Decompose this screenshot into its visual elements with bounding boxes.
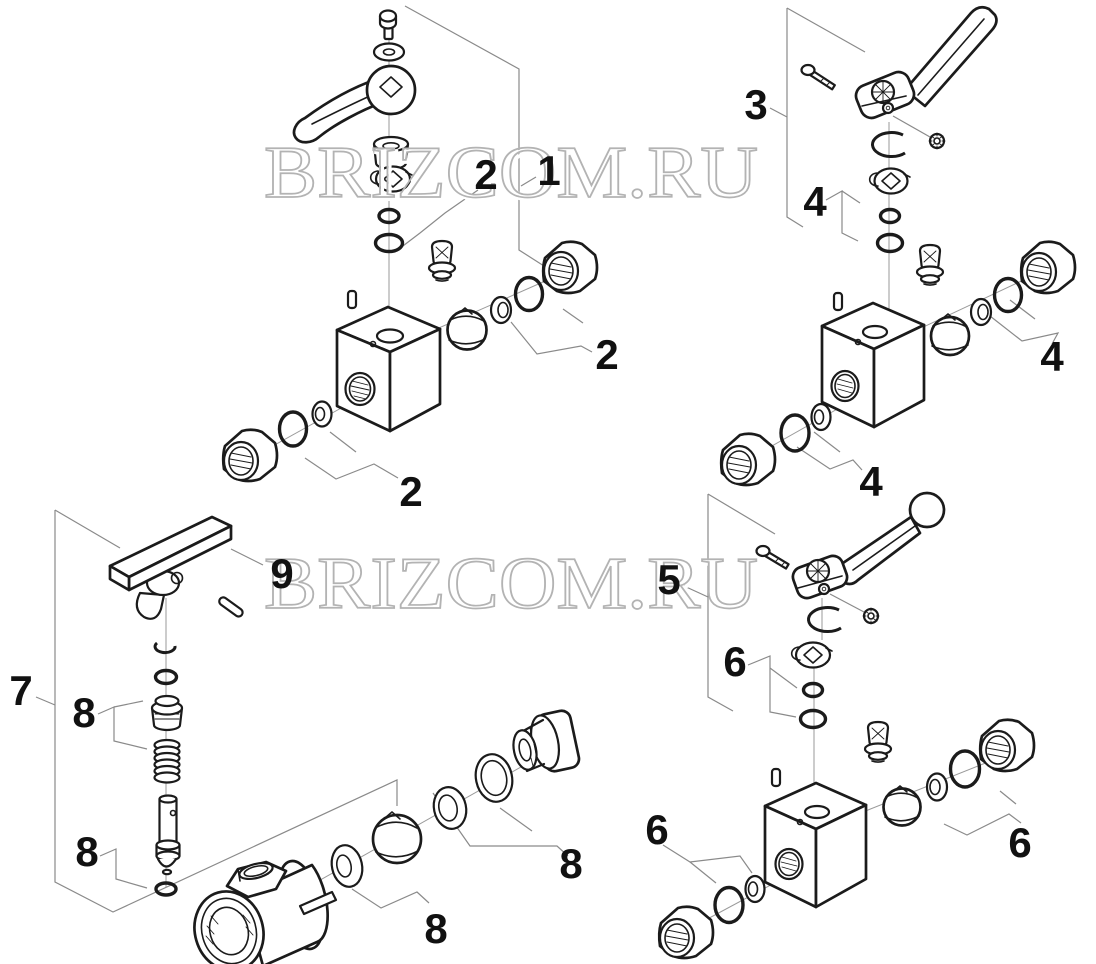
o-ring xyxy=(801,681,825,699)
callout-8d: 8 xyxy=(424,905,447,952)
union-nut xyxy=(719,432,777,487)
seat-seal xyxy=(744,874,766,904)
watermark-text: BRIZCOM.RU xyxy=(267,135,761,217)
snap-ring xyxy=(153,641,177,655)
watermark-text: BRIZCOM.RU xyxy=(264,543,758,625)
plug-screw xyxy=(863,720,893,763)
union-nut xyxy=(978,718,1036,773)
valve-body-cube xyxy=(820,301,926,429)
gasket-ring xyxy=(474,753,514,803)
leader-lines-group-7 xyxy=(35,509,569,913)
leader-lines-group-1 xyxy=(304,5,593,480)
union-nut xyxy=(541,240,599,295)
valve-ball xyxy=(929,313,971,357)
callout-8a: 8 xyxy=(72,689,95,736)
seat-seal xyxy=(925,772,949,802)
stem-disc xyxy=(868,167,911,195)
threaded-fitting xyxy=(512,709,581,773)
union-nut xyxy=(657,905,715,960)
pin xyxy=(770,767,782,788)
o-ring xyxy=(277,410,309,448)
stem-disc xyxy=(369,165,413,193)
callout-5: 5 xyxy=(657,556,680,603)
valve-ball xyxy=(446,307,488,351)
watermark-text: BRIZCOM.RU xyxy=(264,132,758,214)
callout-3: 3 xyxy=(744,81,767,128)
o-ring xyxy=(713,885,745,925)
seat-ring xyxy=(432,786,468,830)
clamp-lever-handle xyxy=(854,5,998,120)
washer xyxy=(330,844,364,888)
callout-7: 7 xyxy=(9,667,32,714)
valve-body-cylinder xyxy=(193,859,338,964)
valve-body-cube xyxy=(763,781,868,909)
snap-ring xyxy=(807,606,842,634)
seat-seal xyxy=(810,402,832,432)
seat-seal xyxy=(969,297,993,327)
callout-4c: 4 xyxy=(859,458,883,505)
washer xyxy=(372,42,406,62)
t-handle xyxy=(108,515,233,620)
o-ring xyxy=(154,881,178,897)
snap-ring xyxy=(871,131,906,159)
o-ring xyxy=(153,668,179,686)
clamp-nut xyxy=(892,115,946,150)
o-ring xyxy=(513,275,545,313)
valve-ball xyxy=(882,785,922,827)
bolt xyxy=(378,9,398,41)
o-ring xyxy=(377,207,401,225)
callout-labels: 1 2 2 2 3 4 4 4 5 6 6 6 7 8 8 8 8 9 xyxy=(9,81,1064,952)
o-ring xyxy=(878,207,902,225)
union-nut xyxy=(1019,240,1077,295)
o-ring xyxy=(798,708,828,730)
callout-6c: 6 xyxy=(645,806,668,853)
callout-9: 9 xyxy=(270,550,293,597)
watermark-text: BRIZCOM.RU xyxy=(267,546,761,628)
callout-4a: 4 xyxy=(803,178,827,225)
pin xyxy=(218,596,244,618)
callout-2c: 2 xyxy=(399,468,422,515)
ball-knob-lever-handle xyxy=(791,491,946,600)
valve-body-cube xyxy=(335,305,442,433)
o-ring xyxy=(373,232,405,254)
watermark-bottom: BRIZCOM.RU BRIZCOM.RU xyxy=(263,542,762,629)
o-ring xyxy=(875,232,905,254)
o-ring xyxy=(948,749,982,789)
stem-disc xyxy=(790,641,833,669)
assembly-ball-valve-1 xyxy=(221,5,599,483)
clamp-screw xyxy=(755,544,790,570)
assembly-ball-valve-3 xyxy=(35,509,581,964)
o-ring xyxy=(779,413,811,453)
leader-lines-group-5 xyxy=(662,493,1022,884)
callout-6b: 6 xyxy=(1008,819,1031,866)
pin xyxy=(832,291,844,312)
callout-8c: 8 xyxy=(559,840,582,887)
spring xyxy=(153,738,181,784)
plug-screw xyxy=(427,239,457,282)
watermark-top: BRIZCOM.RU BRIZCOM.RU xyxy=(263,131,762,218)
valve-ball xyxy=(371,811,423,865)
assembly-ball-valve-4 xyxy=(657,491,1036,960)
o-ring xyxy=(992,276,1024,314)
union-nut xyxy=(221,428,279,483)
callout-2a: 2 xyxy=(474,151,497,198)
clamp-nut xyxy=(829,593,880,625)
leader-lines-group-3 xyxy=(769,7,1060,471)
clamp-screw xyxy=(800,63,836,91)
callout-1: 1 xyxy=(537,147,560,194)
callout-4b: 4 xyxy=(1040,333,1064,380)
pin xyxy=(346,289,358,310)
assembly-ball-valve-2 xyxy=(719,5,1077,487)
callout-8b: 8 xyxy=(75,828,98,875)
handle-lever xyxy=(292,64,417,144)
callout-6a: 6 xyxy=(723,638,746,685)
spindle xyxy=(155,794,181,876)
seat-seal xyxy=(311,400,333,428)
plug-screw xyxy=(915,243,945,286)
gland-bushing xyxy=(150,694,184,732)
callout-2b: 2 xyxy=(595,331,618,378)
seat-seal xyxy=(489,295,513,325)
